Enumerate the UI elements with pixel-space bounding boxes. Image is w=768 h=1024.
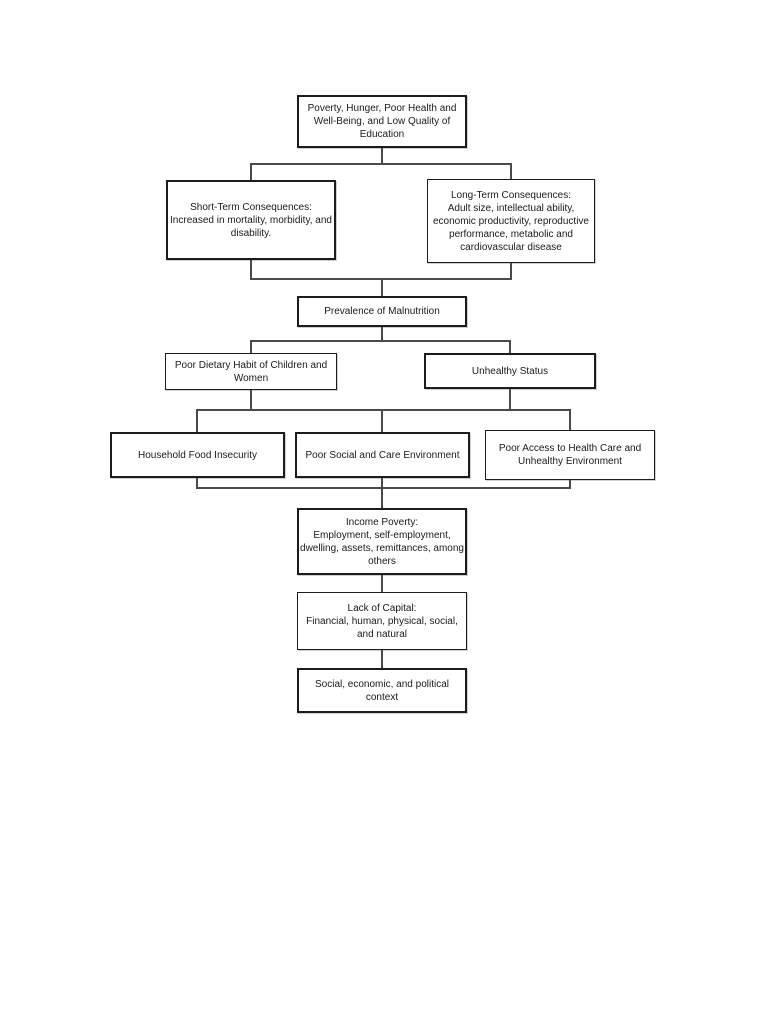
connector-line [381,575,383,592]
flowchart-node-poor-access-health-care: Poor Access to Health Care and Unhealthy… [485,430,655,480]
connector-line [196,478,198,489]
connector-line [250,390,252,411]
connector-line [569,480,571,489]
connector-line [196,409,571,411]
flowchart-node-household-food-insecurity: Household Food Insecurity [110,432,285,478]
connector-line [196,487,571,489]
flowchart-node-poor-social-care-environment: Poor Social and Care Environment [295,432,470,478]
flowchart-node-income-poverty: Income Poverty: Employment, self-employm… [297,508,467,575]
flowchart-node-short-term-consequences: Short-Term Consequences: Increased in mo… [166,180,336,260]
connector-line [381,409,383,432]
connector-line [250,260,252,280]
connector-line [250,340,252,353]
connector-line [509,340,511,353]
flowchart-node-poverty-education: Poverty, Hunger, Poor Health and Well-Be… [297,95,467,148]
connector-line [250,340,511,342]
flowchart-node-lack-of-capital: Lack of Capital: Financial, human, physi… [297,592,467,650]
connector-line [381,278,383,296]
flowchart-node-long-term-consequences: Long-Term Consequences: Adult size, inte… [427,179,595,263]
connector-line [381,148,383,165]
flowchart-node-prevalence-of-malnutrition: Prevalence of Malnutrition [297,296,467,327]
flowchart-node-social-economic-political-context: Social, economic, and political context [297,668,467,713]
connector-line [381,487,383,508]
connector-line [381,478,383,489]
connector-line [510,163,512,179]
connector-line [250,163,512,165]
connector-line [250,163,252,180]
connector-line [196,409,198,432]
connector-line [381,327,383,342]
connector-line [510,263,512,280]
connector-line [569,409,571,430]
flowchart-node-unhealthy-status: Unhealthy Status [424,353,596,389]
flowchart-node-poor-dietary-habit: Poor Dietary Habit of Children and Women [165,353,337,390]
connector-line [509,389,511,411]
connector-line [381,650,383,668]
